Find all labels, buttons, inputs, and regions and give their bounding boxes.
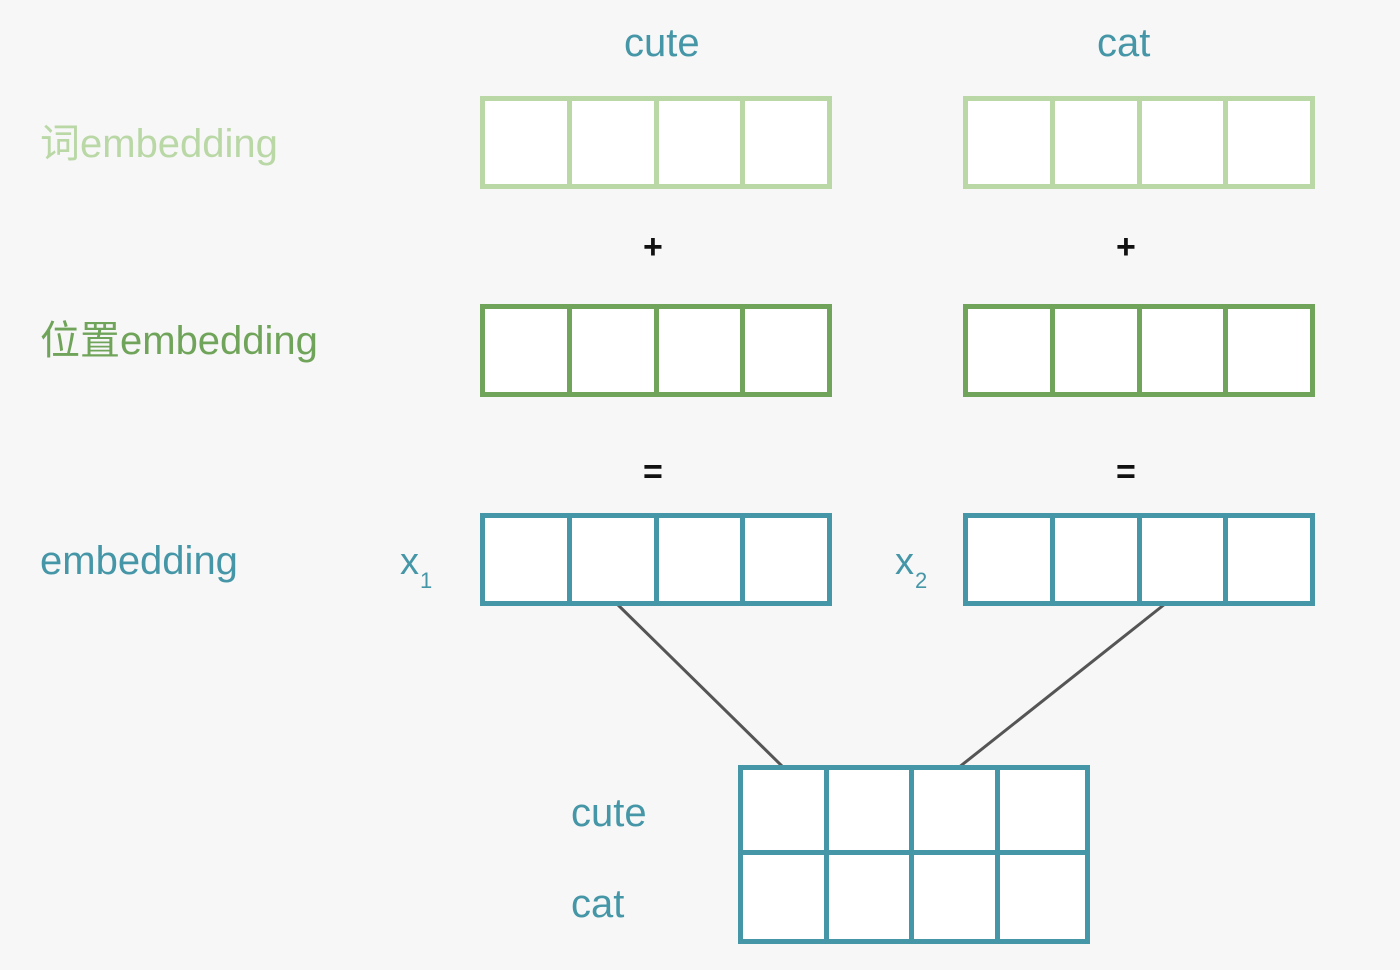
embedding-vector-x2 — [963, 513, 1315, 606]
vector-cell — [745, 518, 827, 601]
matrix-cell — [743, 770, 829, 855]
position-embedding-label: 位置embedding — [40, 319, 318, 363]
matrix-row-label-cat: cat — [571, 882, 625, 926]
matrix-cell — [1000, 855, 1086, 940]
vector-cell — [745, 101, 827, 184]
x1-label: x1 — [400, 543, 432, 592]
equals-operator-2: = — [1116, 453, 1136, 491]
vector-cell — [1142, 309, 1229, 392]
vector-cell — [572, 309, 659, 392]
position-embedding-vector-cute — [480, 304, 832, 397]
matrix-cell — [914, 770, 1000, 855]
matrix-cell — [828, 770, 914, 855]
vector-cell — [572, 101, 659, 184]
embedding-matrix — [738, 765, 1090, 944]
matrix-cell — [829, 854, 914, 939]
vector-cell — [1228, 101, 1310, 184]
connector-x2-to-matrix — [957, 598, 1171, 770]
matrix-cell — [914, 854, 1000, 939]
matrix-row-label-cute: cute — [571, 791, 647, 835]
vector-cell — [572, 518, 659, 601]
vector-cell — [1142, 101, 1229, 184]
word-embedding-vector-cute — [480, 96, 832, 189]
position-embedding-vector-cat — [963, 304, 1315, 397]
vector-cell — [968, 101, 1055, 184]
word-title-1: cute — [624, 21, 700, 65]
x2-subscript: 2 — [915, 568, 928, 593]
word-embedding-vector-cat — [963, 96, 1315, 189]
vector-cell — [659, 309, 746, 392]
vector-cell — [659, 101, 746, 184]
vector-cell — [1055, 518, 1142, 601]
vector-cell — [1055, 101, 1142, 184]
word-embedding-label: 词embedding — [40, 122, 278, 166]
vector-cell — [1228, 309, 1310, 392]
x2-var: x — [895, 541, 914, 583]
word-title-2: cat — [1097, 21, 1151, 65]
vector-cell — [659, 518, 746, 601]
x1-var: x — [400, 541, 419, 583]
vector-cell — [485, 518, 572, 601]
embedding-vector-x1 — [480, 513, 832, 606]
equals-operator-1: = — [643, 453, 663, 491]
vector-cell — [1055, 309, 1142, 392]
plus-operator-1: + — [643, 228, 663, 266]
vector-cell — [745, 309, 827, 392]
matrix-cell — [743, 854, 829, 939]
vector-cell — [485, 309, 572, 392]
vector-cell — [968, 518, 1055, 601]
x2-label: x2 — [895, 543, 927, 592]
vector-cell — [485, 101, 572, 184]
x1-subscript: 1 — [420, 568, 433, 593]
vector-cell — [968, 309, 1055, 392]
vector-cell — [1228, 518, 1310, 601]
embedding-label: embedding — [40, 539, 238, 583]
vector-cell — [1142, 518, 1229, 601]
matrix-cell — [999, 770, 1085, 855]
connector-x1-to-matrix — [611, 598, 786, 770]
plus-operator-2: + — [1116, 228, 1136, 266]
